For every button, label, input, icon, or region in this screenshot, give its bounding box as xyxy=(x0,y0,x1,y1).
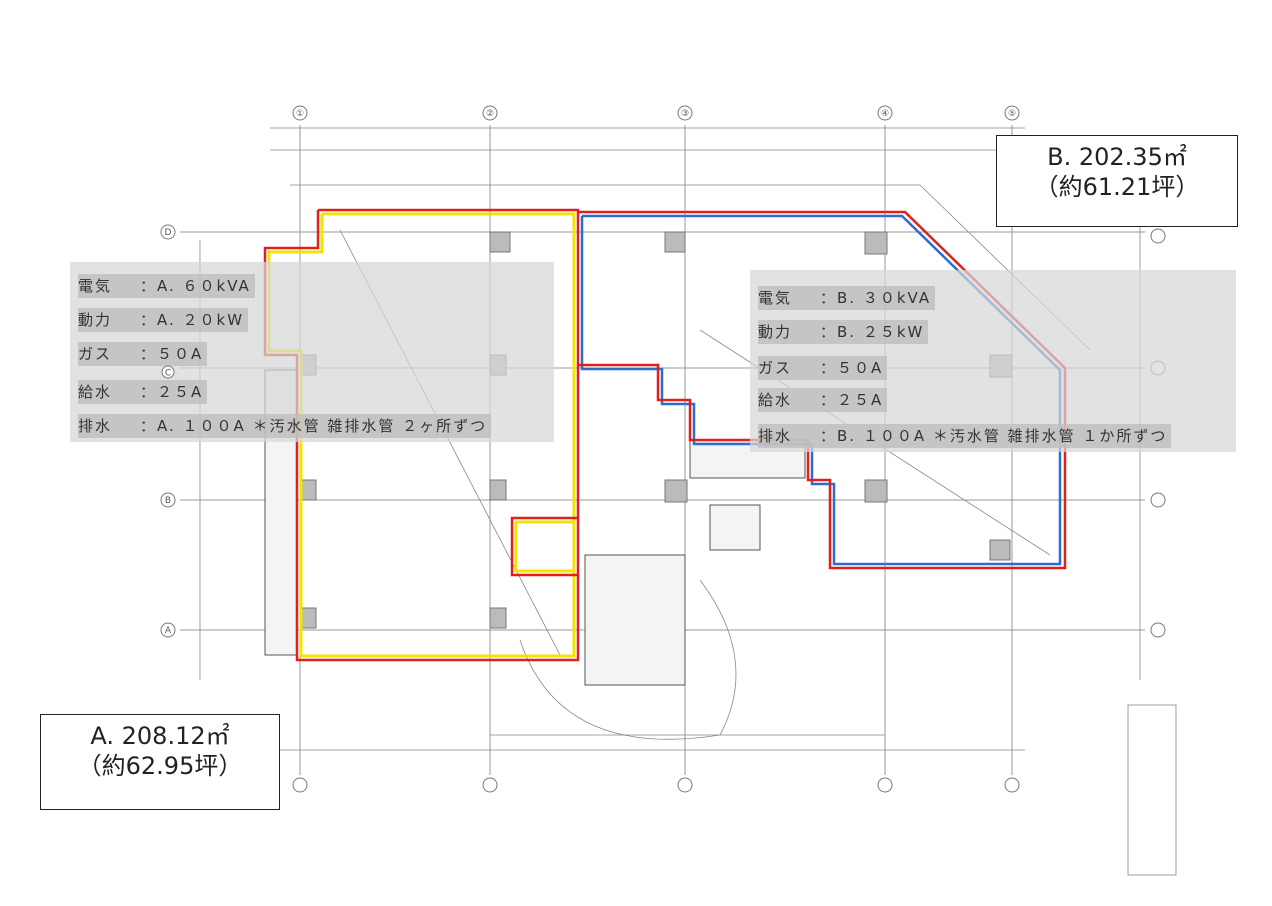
spec-value: ：２５A xyxy=(140,383,204,401)
tenant-a-area: A. 208.12㎡ xyxy=(90,722,230,750)
grid-label-row-d: D xyxy=(165,228,172,238)
tenant-a-outline-red xyxy=(263,208,580,662)
spec-key: 電気 xyxy=(78,277,113,295)
spec-row: 動力 ：B. ２５kW xyxy=(758,320,929,344)
spec-row: 給水 ：２５A xyxy=(758,388,888,412)
grid-label-col-4: ④ xyxy=(881,109,889,119)
grid-label-row-a: A xyxy=(165,626,172,636)
spec-row: ガス ：５０A xyxy=(758,356,888,380)
spec-row: 排水 ：A. １００A ＊汚水管 雑排水管 ２ヶ所ずつ xyxy=(78,414,492,438)
spec-row: 動力 ：A. ２０kW xyxy=(78,308,249,332)
spec-value: ：B. ２５kW xyxy=(820,323,925,341)
tenant-b-tsubo: （約61.21坪） xyxy=(1034,173,1200,201)
spec-value: ：A. ２０kW xyxy=(140,311,245,329)
tenant-a-spec-panel: 電気 ：A. ６０kVA 動力 ：A. ２０kW ガス ：５０A 給水 ：２５A 排水 ：… xyxy=(70,262,554,442)
tenant-b-area: B. 202.35㎡ xyxy=(1047,143,1187,171)
spec-key: 電気 xyxy=(758,289,793,307)
grid-bubble-row-c: C xyxy=(161,365,175,379)
spec-value: ：２５A xyxy=(820,391,884,409)
spec-row: ガス ：５０A xyxy=(78,342,208,366)
spec-key: 給水 xyxy=(78,383,113,401)
spec-key: 動力 xyxy=(78,311,113,329)
spec-value: ：A. １００A ＊汚水管 雑排水管 ２ヶ所ずつ xyxy=(140,417,488,435)
spec-value: ：A. ６０kVA xyxy=(140,277,251,295)
spec-key: 給水 xyxy=(758,391,793,409)
spec-row: 給水 ：２５A xyxy=(78,380,208,404)
spec-row: 電気 ：B. ３０kVA xyxy=(758,286,936,310)
grid-label-col-5: ⑤ xyxy=(1008,109,1016,119)
dimension-lines xyxy=(199,127,1177,876)
spec-key: ガス xyxy=(758,359,793,377)
spec-value: ：５０A xyxy=(140,345,204,363)
spec-row: 排水 ：B. １００A ＊汚水管 雑排水管 １か所ずつ xyxy=(758,424,1172,448)
grid-label-col-1: ① xyxy=(296,109,304,119)
grid-bubbles xyxy=(160,105,1166,793)
spec-key: 排水 xyxy=(758,427,793,445)
spec-key: ガス xyxy=(78,345,113,363)
grid-label-col-2: ② xyxy=(486,109,494,119)
tenant-a-tsubo: （約62.95坪） xyxy=(77,752,243,780)
grid-label-col-3: ③ xyxy=(681,109,689,119)
tenant-a-outline-yellow xyxy=(267,212,576,658)
spec-value: ：B. ３０kVA xyxy=(820,289,932,307)
spec-key: 排水 xyxy=(78,417,113,435)
spec-row: 電気 ：A. ６０kVA xyxy=(78,274,255,298)
tenant-a-area-box: A. 208.12㎡ （約62.95坪） xyxy=(40,714,280,810)
grid-label-row-c: C xyxy=(165,369,171,379)
tenant-b-spec-panel: 電気 ：B. ３０kVA 動力 ：B. ２５kW ガス ：５０A 給水 ：２５A 排水 ：… xyxy=(750,270,1236,452)
spec-value: ：B. １００A ＊汚水管 雑排水管 １か所ずつ xyxy=(820,427,1168,445)
grid-label-row-b: B xyxy=(165,496,171,506)
spec-key: 動力 xyxy=(758,323,793,341)
tenant-b-area-box: B. 202.35㎡ （約61.21坪） xyxy=(996,135,1238,227)
spec-value: ：５０A xyxy=(820,359,884,377)
